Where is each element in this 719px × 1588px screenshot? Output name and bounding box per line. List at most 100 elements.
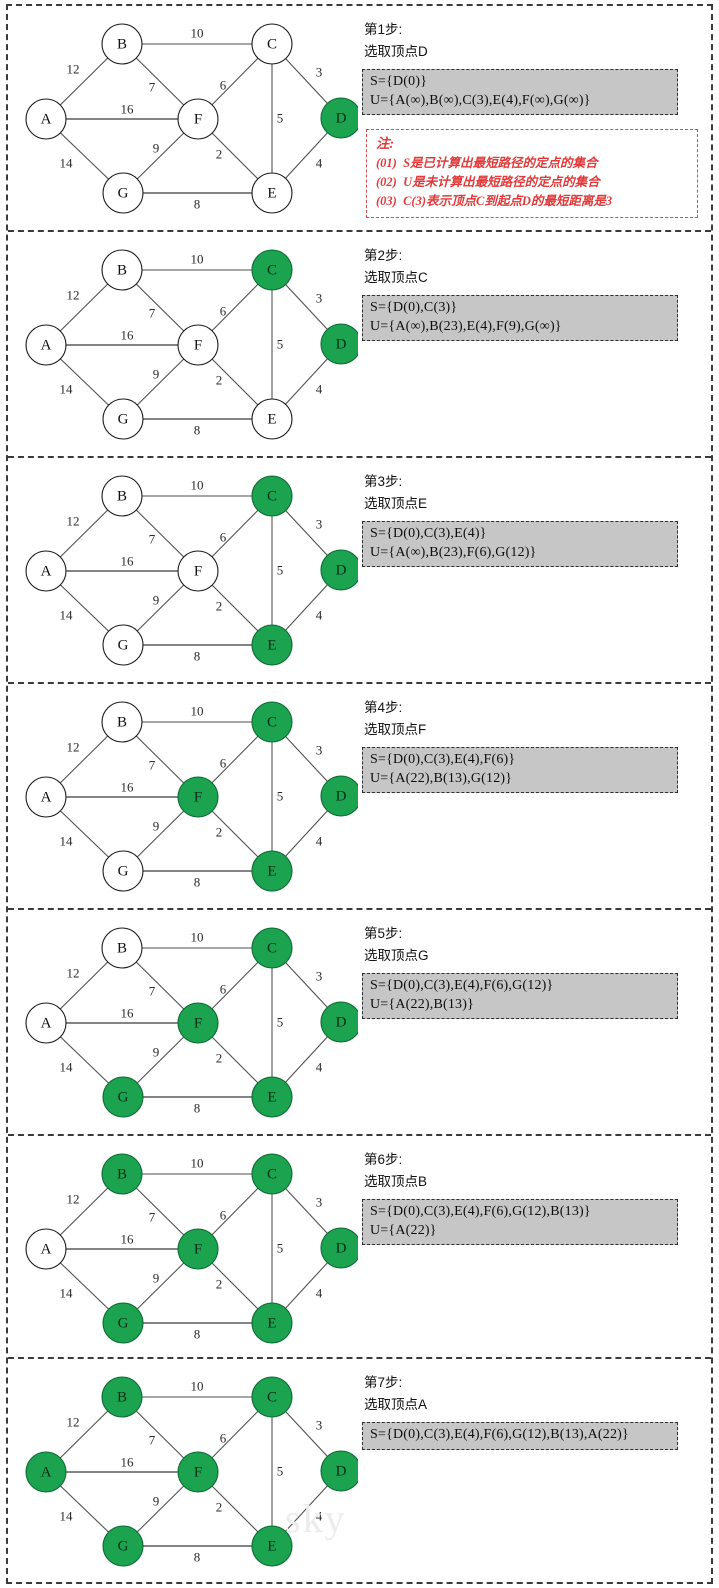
graph-node-d[interactable] [320,549,358,591]
graph-node-label-g: G [118,186,129,202]
graph-node-d[interactable] [320,1450,358,1492]
graph-node-a[interactable] [25,98,67,140]
edge-weight-f-e: 2 [216,825,223,840]
edge-c-f [211,735,259,784]
graph-node-b[interactable] [101,23,143,65]
graph-node-f[interactable] [177,776,219,818]
graph-node-c[interactable] [251,23,293,65]
graph-node-b[interactable] [101,249,143,291]
graph-node-f[interactable] [177,324,219,366]
graph-node-a[interactable] [25,1451,67,1493]
edge-weight-a-f: 16 [121,328,135,343]
graph-node-e[interactable] [251,1302,293,1344]
graph-node-g[interactable] [102,172,144,214]
edge-a-b [59,735,109,784]
edge-d-e [285,1262,328,1309]
graph-node-e[interactable] [251,850,293,892]
step-subtitle: 选取顶点A [364,1396,428,1412]
graph-node-g[interactable] [102,1076,144,1118]
graph-node-f[interactable] [177,98,219,140]
edge-weight-c-f: 6 [220,530,227,545]
edge-weight-c-d: 3 [316,969,323,984]
edge-weight-c-f: 6 [220,1208,227,1223]
graph-node-label-e: E [267,1316,276,1332]
graph-node-c[interactable] [251,475,293,517]
set-u-line: U={A(∞),B(∞),C(3),E(4),F(∞),G(∞)} [370,92,591,108]
graph-node-c[interactable] [251,1376,293,1418]
graph-node-c[interactable] [251,249,293,291]
set-state-box: S={D(0),C(3),E(4)}U={A(∞),B(23),F(6),G(1… [362,521,678,568]
graph-node-a[interactable] [25,776,67,818]
edge-weight-a-f: 16 [121,102,135,117]
graph-node-label-d: D [336,563,347,579]
edge-f-g [136,1485,185,1533]
edge-weight-g-e: 8 [194,1327,201,1342]
graph-node-g[interactable] [102,850,144,892]
graph-node-b[interactable] [101,475,143,517]
edge-weight-b-f: 7 [149,306,156,321]
graph-node-e[interactable] [251,1525,293,1567]
set-u-line: U={A(∞),B(23),F(6),G(12)} [370,544,537,560]
graph-node-f[interactable] [177,550,219,592]
edge-weight-d-e: 4 [316,1286,323,1301]
set-s-line: S={D(0),C(3),E(4),F(6),G(12)} [370,978,554,994]
graph-node-label-f: F [194,1016,202,1032]
graph-node-a[interactable] [25,324,67,366]
graph-node-b[interactable] [101,1376,143,1418]
graph-node-d[interactable] [320,1001,358,1043]
graph-node-e[interactable] [251,398,293,440]
graph-node-e[interactable] [251,624,293,666]
legend-note-title: 注: [376,136,394,152]
graph-node-d[interactable] [320,1227,358,1269]
graph-node-d[interactable] [320,775,358,817]
graph-node-g[interactable] [102,1302,144,1344]
graph-node-g[interactable] [102,624,144,666]
graph-node-f[interactable] [177,1002,219,1044]
graph-node-b[interactable] [101,1153,143,1195]
graph-node-c[interactable] [251,927,293,969]
graph-node-e[interactable] [251,172,293,214]
graph-node-a[interactable] [25,550,67,592]
graph-node-b[interactable] [101,927,143,969]
step-subtitle: 选取顶点F [364,721,427,737]
graph-node-a[interactable] [25,1228,67,1270]
edge-c-d [285,736,328,782]
edge-weight-c-f: 6 [220,982,227,997]
graph-node-g[interactable] [102,398,144,440]
set-u-line: U={A(22),B(13)} [370,996,475,1012]
edge-weight-c-d: 3 [316,1195,323,1210]
edge-f-e [211,358,259,406]
edge-weight-g-e: 8 [194,197,201,212]
edge-b-f [135,735,185,784]
edge-weight-b-f: 7 [149,1210,156,1225]
edge-weight-f-e: 2 [216,1500,223,1515]
step-subtitle: 选取顶点G [364,947,429,963]
graph-node-label-g: G [118,1316,129,1332]
graph-node-d[interactable] [320,323,358,365]
edge-f-g [136,358,185,406]
graph-node-d[interactable] [320,97,358,139]
graph-node-f[interactable] [177,1451,219,1493]
edge-c-d [285,284,328,330]
graph-node-e[interactable] [251,1076,293,1118]
edge-d-e [285,1485,328,1532]
edge-weight-a-b: 12 [67,966,80,981]
graph-node-a[interactable] [25,1002,67,1044]
edge-c-f [211,509,259,558]
graph-node-c[interactable] [251,701,293,743]
edge-weight-b-c: 10 [191,478,204,493]
edge-weight-f-g: 9 [153,1045,160,1060]
graph-node-c[interactable] [251,1153,293,1195]
graph-node-g[interactable] [102,1525,144,1567]
graph-node-f[interactable] [177,1228,219,1270]
graph-node-b[interactable] [101,701,143,743]
edge-weight-a-g: 14 [60,608,74,623]
edge-d-e [285,584,328,631]
edge-d-e [285,358,328,405]
edge-weight-c-e: 5 [277,1464,284,1479]
